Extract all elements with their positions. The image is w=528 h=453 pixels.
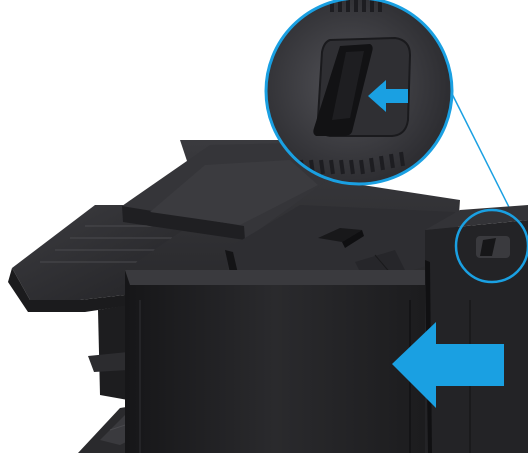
door-release-button bbox=[476, 236, 510, 258]
finisher-front-panel bbox=[125, 270, 430, 453]
tray-side-bracket bbox=[88, 305, 128, 400]
side-door bbox=[425, 205, 528, 453]
